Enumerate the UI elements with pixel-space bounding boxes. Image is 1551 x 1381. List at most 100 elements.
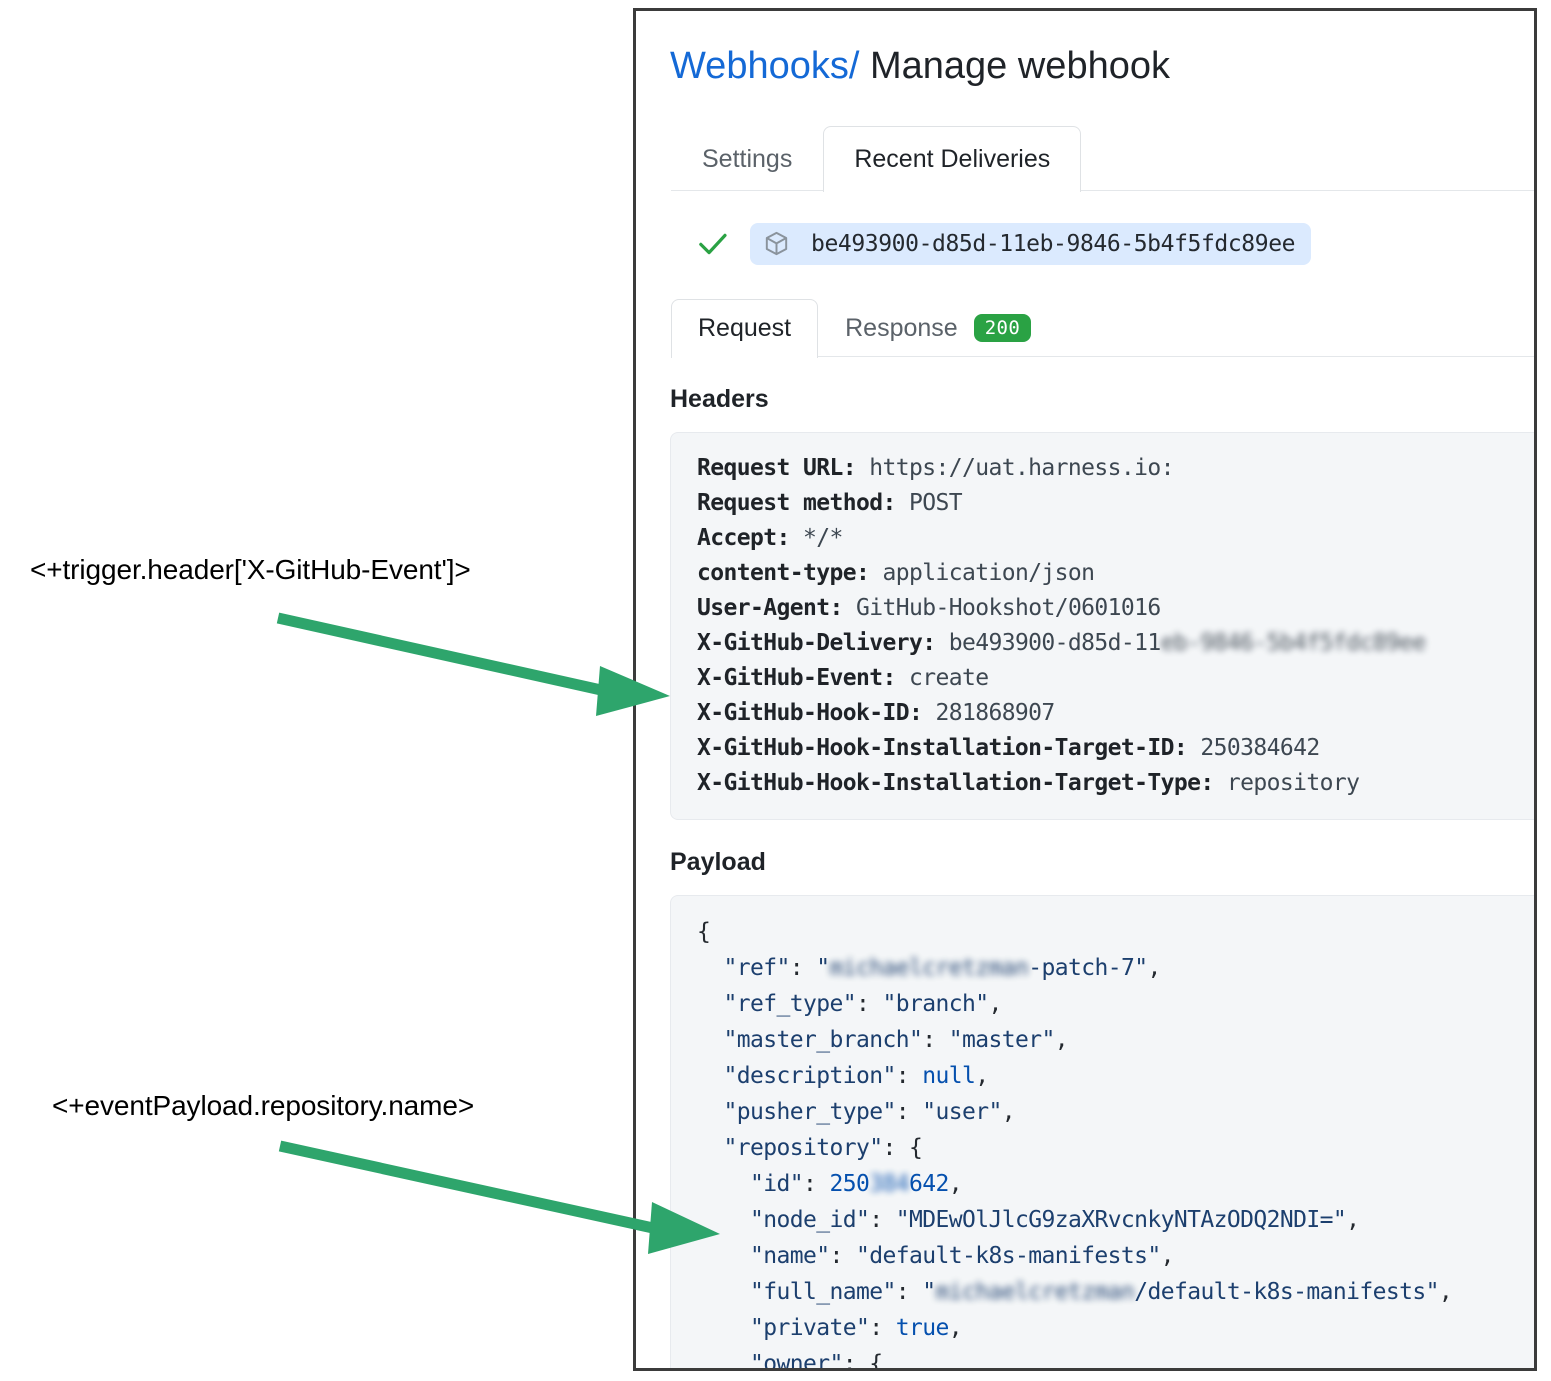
payload-key: "description" (723, 1062, 897, 1089)
payload-colon: : (869, 1206, 883, 1233)
header-value: https://uat.harness.io: (869, 454, 1174, 481)
payload-value: "default-k8s-manifests" (855, 1242, 1161, 1269)
payload-line: "name": "default-k8s-manifests", (697, 1238, 1534, 1274)
payload-key: "name" (750, 1242, 830, 1269)
payload-colon: : (869, 1314, 883, 1341)
headers-heading: Headers (670, 384, 769, 413)
primary-tab-nav: Settings Recent Deliveries (671, 119, 1534, 192)
delivery-row[interactable]: be493900-d85d-11eb-9846-5b4f5fdc89ee (698, 222, 1534, 265)
header-value: GitHub-Hookshot/0601016 (855, 594, 1161, 621)
payload-colon: : (895, 1062, 910, 1089)
payload-key: "node_id" (750, 1206, 870, 1233)
delivery-id-text: be493900-d85d-11eb-9846-5b4f5fdc89ee (811, 230, 1296, 257)
header-value: be493900-d85d-11 (948, 629, 1162, 656)
annotation-label-trigger-header: <+trigger.header['X-GitHub-Event']> (30, 554, 471, 585)
payload-line: "pusher_type": "user", (697, 1094, 1534, 1130)
payload-key: "owner" (750, 1350, 843, 1371)
card-content: Webhooks/ Manage webhook Settings Recent… (636, 11, 1534, 1368)
header-line: Request URL: https://uat.harness.io: (697, 451, 1534, 486)
payload-key: "full_name" (750, 1278, 896, 1305)
header-key: X-GitHub-Hook-Installation-Target-Type: (697, 769, 1214, 796)
payload-value-suffix: -patch-7" (1028, 954, 1148, 981)
payload-value: { (908, 1134, 923, 1161)
header-key: content-type: (697, 559, 870, 586)
header-value: 250384642 (1200, 734, 1320, 761)
header-key: X-GitHub-Event: (697, 664, 896, 691)
header-line: Request method: POST (697, 486, 1534, 521)
payload-colon: : (882, 1134, 896, 1161)
header-key: Request URL: (697, 454, 857, 481)
header-value-redacted: eb-9846-5b4f5fdc89ee (1160, 629, 1427, 656)
header-key: X-GitHub-Hook-Installation-Target-ID: (697, 734, 1188, 761)
payload-heading: Payload (670, 847, 766, 876)
payload-value: true (895, 1314, 950, 1341)
payload-line: "master_branch": "master", (697, 1022, 1534, 1058)
payload-punctuation: { (697, 918, 711, 945)
header-line: X-GitHub-Hook-Installation-Target-ID: 25… (697, 731, 1534, 766)
header-value: create (908, 664, 989, 691)
subtab-response-label: Response (845, 313, 958, 342)
payload-value-redacted: michaelcretzman (935, 1278, 1135, 1305)
payload-value: { (869, 1350, 883, 1371)
header-value: POST (908, 489, 963, 516)
cube-icon (765, 232, 788, 256)
header-value: repository (1226, 769, 1360, 796)
payload-colon: : (842, 1350, 857, 1371)
header-value: application/json (882, 559, 1095, 586)
headers-code-panel: Request URL: https://uat.harness.io:Requ… (670, 431, 1534, 820)
payload-value-suffix: 642 (909, 1170, 949, 1197)
header-key: X-GitHub-Delivery: (697, 629, 936, 656)
subtab-response[interactable]: Response 200 (818, 299, 1058, 357)
payload-comma: , (1160, 1242, 1175, 1269)
payload-value: "user" (922, 1098, 1002, 1125)
status-badge: 200 (973, 314, 1032, 343)
payload-value: "master" (948, 1026, 1056, 1053)
payload-value: " (816, 954, 830, 981)
payload-key: "repository" (723, 1134, 884, 1161)
payload-line: "owner": { (697, 1346, 1534, 1371)
payload-colon: : (829, 1242, 843, 1269)
annotation-arrow-1 (276, 612, 670, 716)
payload-comma: , (948, 1170, 963, 1197)
payload-line: "repository": { (697, 1130, 1534, 1166)
payload-value: " (922, 1278, 936, 1305)
payload-comma: , (1054, 1026, 1069, 1053)
payload-key: "private" (750, 1314, 870, 1341)
header-line: content-type: application/json (697, 556, 1534, 591)
payload-comma: , (1147, 954, 1161, 981)
header-key: User-Agent: (697, 594, 843, 621)
payload-line: "id": 250384642, (697, 1166, 1534, 1202)
breadcrumb-current: Manage webhook (869, 45, 1170, 87)
payload-key: "pusher_type" (723, 1098, 897, 1125)
payload-comma: , (1346, 1206, 1360, 1233)
delivery-id-pill[interactable]: be493900-d85d-11eb-9846-5b4f5fdc89ee (750, 222, 1312, 265)
payload-line: { (697, 914, 1534, 950)
page-title: Webhooks/ Manage webhook (670, 11, 1534, 89)
breadcrumb-separator: / (848, 45, 860, 87)
payload-colon: : (895, 1098, 910, 1125)
subtab-request[interactable]: Request (671, 298, 819, 358)
payload-colon: : (789, 954, 804, 981)
payload-line: "full_name": "michaelcretzman/default-k8… (697, 1274, 1534, 1310)
header-line: X-GitHub-Hook-Installation-Target-Type: … (697, 766, 1534, 801)
payload-value: null (922, 1062, 976, 1089)
payload-comma: , (975, 1062, 989, 1089)
tab-recent-deliveries[interactable]: Recent Deliveries (823, 125, 1082, 192)
payload-line: "node_id": "MDEwOlJlcG9zaXRvcnkyNTAzODQ2… (697, 1202, 1534, 1238)
check-icon (699, 233, 727, 254)
payload-line: "description": null, (697, 1058, 1534, 1094)
payload-colon: : (803, 1170, 817, 1197)
breadcrumb-link-webhooks[interactable]: Webhooks (670, 45, 849, 87)
tab-settings[interactable]: Settings (702, 144, 793, 173)
header-key: Accept: (697, 524, 790, 551)
payload-value-suffix: /default-k8s-manifests" (1134, 1278, 1439, 1305)
payload-line: "private": true, (697, 1310, 1534, 1346)
payload-line: "ref_type": "branch", (697, 986, 1534, 1022)
payload-comma: , (1001, 1098, 1016, 1125)
payload-key: "master_branch" (723, 1026, 923, 1053)
payload-colon: : (855, 990, 870, 1017)
annotation-label-event-payload: <+eventPayload.repository.name> (52, 1090, 475, 1121)
request-response-tab-nav: Request Response 200 (671, 291, 1534, 358)
payload-value: 250 (829, 1170, 870, 1197)
header-value: 281868907 (935, 699, 1055, 726)
